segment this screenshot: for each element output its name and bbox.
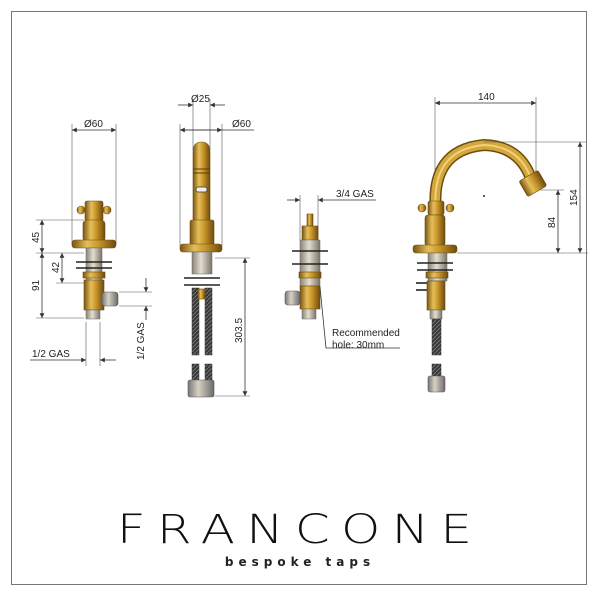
left-tap-body-height-label: 45 <box>31 231 42 243</box>
left-tap-bottom-inlet-label: 1/2 GAS <box>32 349 70 360</box>
valve-note-line1: Recommended <box>332 328 400 339</box>
brand-tagline: Bespoke Taps <box>224 555 376 569</box>
bidet-side-view: 140 154 84 <box>412 92 588 393</box>
spout-flange-diameter-label: Ø60 <box>232 119 251 130</box>
bidet-total-height-label: 154 <box>569 189 580 206</box>
bidet-reach-label: 140 <box>478 92 495 103</box>
left-tap-total-height-label: 91 <box>31 279 42 291</box>
spout-diameter-label: Ø25 <box>191 94 210 105</box>
brand-logo: FRANCONE <box>116 507 484 553</box>
valve-view: 3/4 GAS Recommended hole: 30mm <box>284 189 400 351</box>
left-tap-view: Ø60 45 91 42 1/2 GAS 1/2 GAS <box>30 119 152 366</box>
left-tap-shank-height-label: 42 <box>51 261 62 273</box>
valve-note-line2: hole: 30mm <box>332 340 384 351</box>
spout-front-view: Ø25 Ø60 303.5 <box>178 94 254 398</box>
valve-thread-label: 3/4 GAS <box>336 189 374 200</box>
left-tap-diameter-label: Ø60 <box>84 119 103 130</box>
hose-length-label: 303.5 <box>234 318 245 343</box>
drawing-frame <box>11 11 587 585</box>
bidet-outlet-height-label: 84 <box>547 216 558 228</box>
left-tap-side-inlet-label: 1/2 GAS <box>136 322 147 360</box>
